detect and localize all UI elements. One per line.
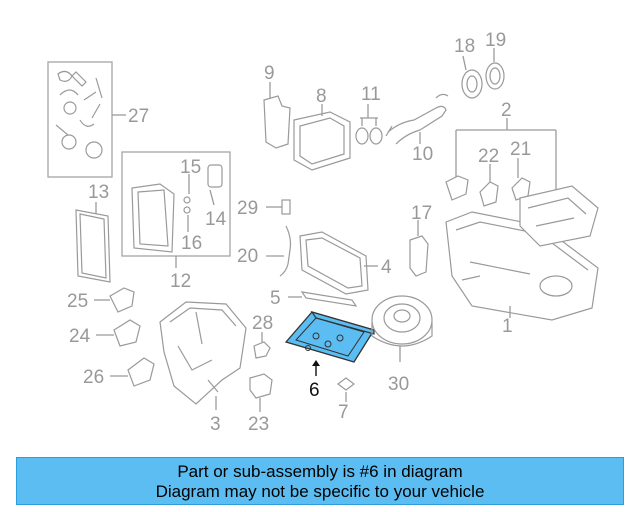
part-6-highlighted bbox=[284, 310, 376, 376]
callout-2: 2 bbox=[501, 100, 512, 121]
callout-7: 7 bbox=[338, 402, 349, 423]
callout-17: 17 bbox=[411, 203, 432, 224]
callout-12: 12 bbox=[170, 271, 191, 292]
banner-line-1: Part or sub-assembly is #6 in diagram bbox=[177, 462, 463, 481]
callout-8: 8 bbox=[316, 86, 327, 107]
callout-22: 22 bbox=[478, 146, 499, 167]
info-banner: Part or sub-assembly is #6 in diagram Di… bbox=[16, 457, 624, 505]
part-9-bracket bbox=[263, 82, 291, 149]
part-29-screw bbox=[266, 199, 291, 215]
part-19-seal bbox=[485, 48, 505, 90]
callout-20: 20 bbox=[237, 246, 258, 267]
part-8-core bbox=[293, 104, 351, 171]
callout-11: 11 bbox=[361, 84, 381, 105]
callout-5: 5 bbox=[270, 288, 281, 309]
part-10-line bbox=[385, 93, 449, 145]
part-28-clip bbox=[253, 332, 271, 359]
callout-29: 29 bbox=[237, 198, 258, 219]
callout-10: 10 bbox=[412, 144, 433, 165]
part-3-housing bbox=[159, 301, 247, 410]
part-2-actuator-a bbox=[445, 175, 469, 201]
part-26-actuator bbox=[110, 357, 155, 387]
callout-25: 25 bbox=[67, 291, 88, 312]
part-24-actuator bbox=[96, 319, 141, 347]
part-2-group bbox=[455, 118, 557, 190]
part-12-evaporator-kit bbox=[121, 151, 231, 268]
callout-9: 9 bbox=[264, 63, 275, 84]
part-25-actuator bbox=[94, 287, 135, 313]
callout-19: 19 bbox=[485, 30, 506, 51]
part-13-filter bbox=[75, 202, 111, 283]
part-7-bolt bbox=[337, 377, 355, 402]
banner-line-2: Diagram may not be specific to your vehi… bbox=[155, 482, 485, 501]
callout-4: 4 bbox=[381, 257, 392, 278]
part-18-seal bbox=[461, 55, 483, 99]
callout-18: 18 bbox=[454, 36, 475, 57]
part-4-filter bbox=[299, 231, 378, 295]
part-30-blower bbox=[371, 295, 433, 362]
part-22-actuator bbox=[479, 164, 499, 207]
callout-21: 21 bbox=[510, 139, 531, 160]
callout-28: 28 bbox=[252, 313, 273, 334]
callout-26: 26 bbox=[83, 367, 104, 388]
callout-24: 24 bbox=[69, 326, 91, 347]
part-20-hose bbox=[266, 225, 292, 277]
callout-27: 27 bbox=[128, 106, 149, 127]
part-5-strip bbox=[288, 291, 358, 307]
part-27-kit bbox=[47, 61, 126, 178]
callout-3: 3 bbox=[210, 414, 221, 435]
part-17-sensor bbox=[409, 220, 429, 277]
callout-30: 30 bbox=[388, 374, 409, 395]
part-11-orings bbox=[355, 104, 383, 145]
parts-diagram: 27 13 15 12 14 16 9 8 bbox=[47, 30, 599, 435]
callout-23: 23 bbox=[248, 414, 269, 435]
callout-16: 16 bbox=[181, 233, 202, 254]
part-21-actuator bbox=[511, 158, 531, 201]
callout-6: 6 bbox=[309, 380, 320, 401]
callout-1: 1 bbox=[502, 316, 513, 337]
callout-13: 13 bbox=[88, 182, 109, 203]
part-23-bracket bbox=[249, 373, 273, 412]
callout-14: 14 bbox=[205, 209, 227, 230]
callout-15: 15 bbox=[180, 157, 201, 178]
part-1-housing bbox=[445, 185, 599, 321]
